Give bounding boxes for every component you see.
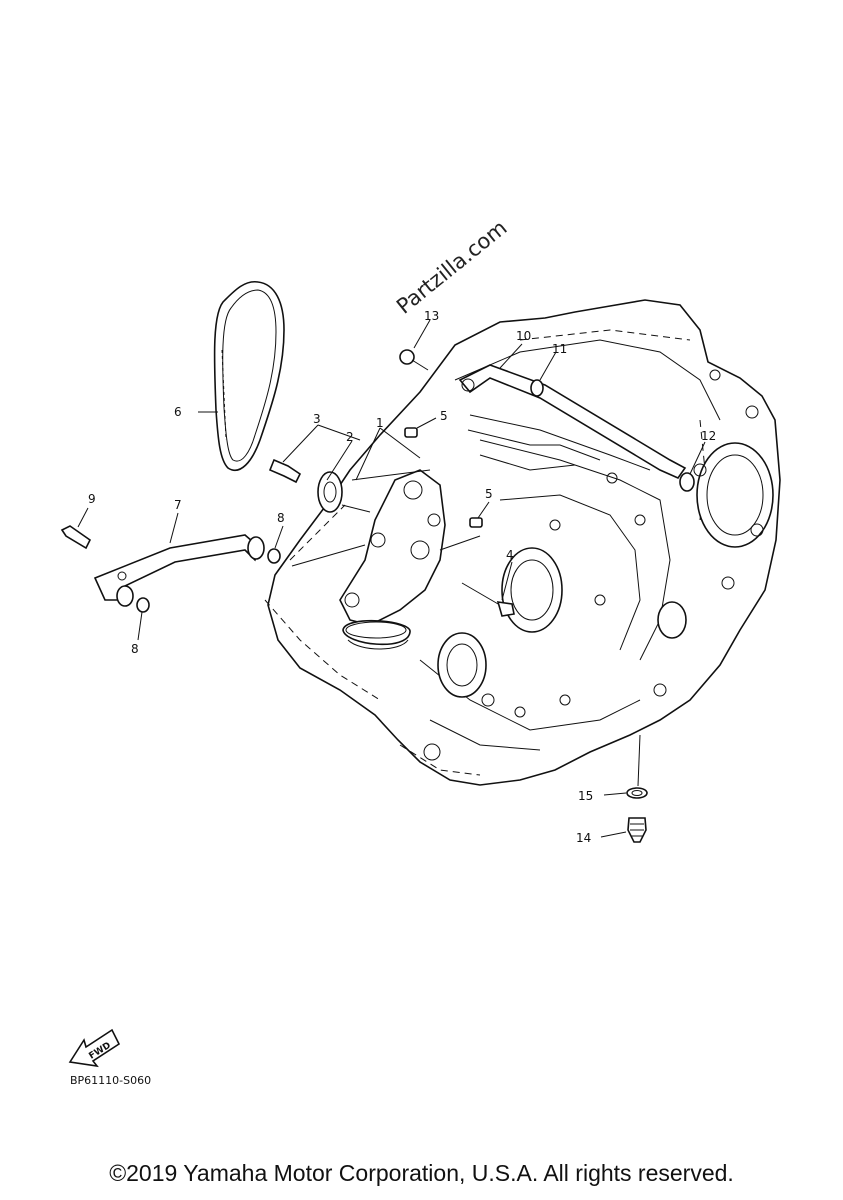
callout-9: 9 — [88, 492, 96, 506]
diagram-code: BP61110-S060 — [70, 1074, 152, 1087]
copyright-notice: ©2019 Yamaha Motor Corporation, U.S.A. A… — [109, 1160, 734, 1186]
callout-8a: 8 — [277, 511, 285, 525]
o-ring-upper — [267, 548, 281, 564]
pipe-bolt — [60, 525, 92, 550]
leader-lines — [77, 319, 706, 838]
callout-15: 15 — [578, 789, 593, 803]
callout-10: 10 — [516, 329, 531, 343]
pump-sprocket — [317, 471, 371, 513]
drain-gasket — [626, 787, 648, 799]
callout-14: 14 — [576, 831, 591, 845]
callout-5a: 5 — [440, 409, 448, 423]
gasket-12 — [679, 472, 695, 492]
callout-5b: 5 — [485, 487, 493, 501]
fwd-arrow-icon: FWD — [68, 1028, 121, 1068]
oil-pump-assembly — [339, 469, 446, 650]
callout-13: 13 — [424, 309, 439, 323]
callout-8b: 8 — [131, 642, 139, 656]
drain-plug — [627, 817, 647, 843]
o-ring-lower — [136, 597, 150, 613]
cam-chain — [213, 280, 285, 471]
upper-oil-pipe — [458, 364, 687, 479]
callout-11: 11 — [552, 342, 567, 356]
callouts: 1 2 3 4 5 5 6 7 8 8 9 10 11 12 13 14 15 — [88, 309, 716, 845]
crankcase — [264, 299, 781, 786]
callout-6: 6 — [174, 405, 182, 419]
union-bolt — [399, 349, 429, 371]
oil-delivery-pipe — [93, 534, 265, 607]
callout-3: 3 — [313, 412, 321, 426]
callout-12: 12 — [701, 429, 716, 443]
callout-4: 4 — [506, 548, 514, 562]
dowel-pins — [404, 427, 483, 528]
sprocket-bolt — [268, 458, 302, 484]
seal-washer — [530, 379, 544, 397]
stud-bolt — [461, 582, 515, 617]
callout-7: 7 — [174, 498, 182, 512]
callout-2: 2 — [346, 430, 354, 444]
callout-1: 1 — [376, 416, 384, 430]
